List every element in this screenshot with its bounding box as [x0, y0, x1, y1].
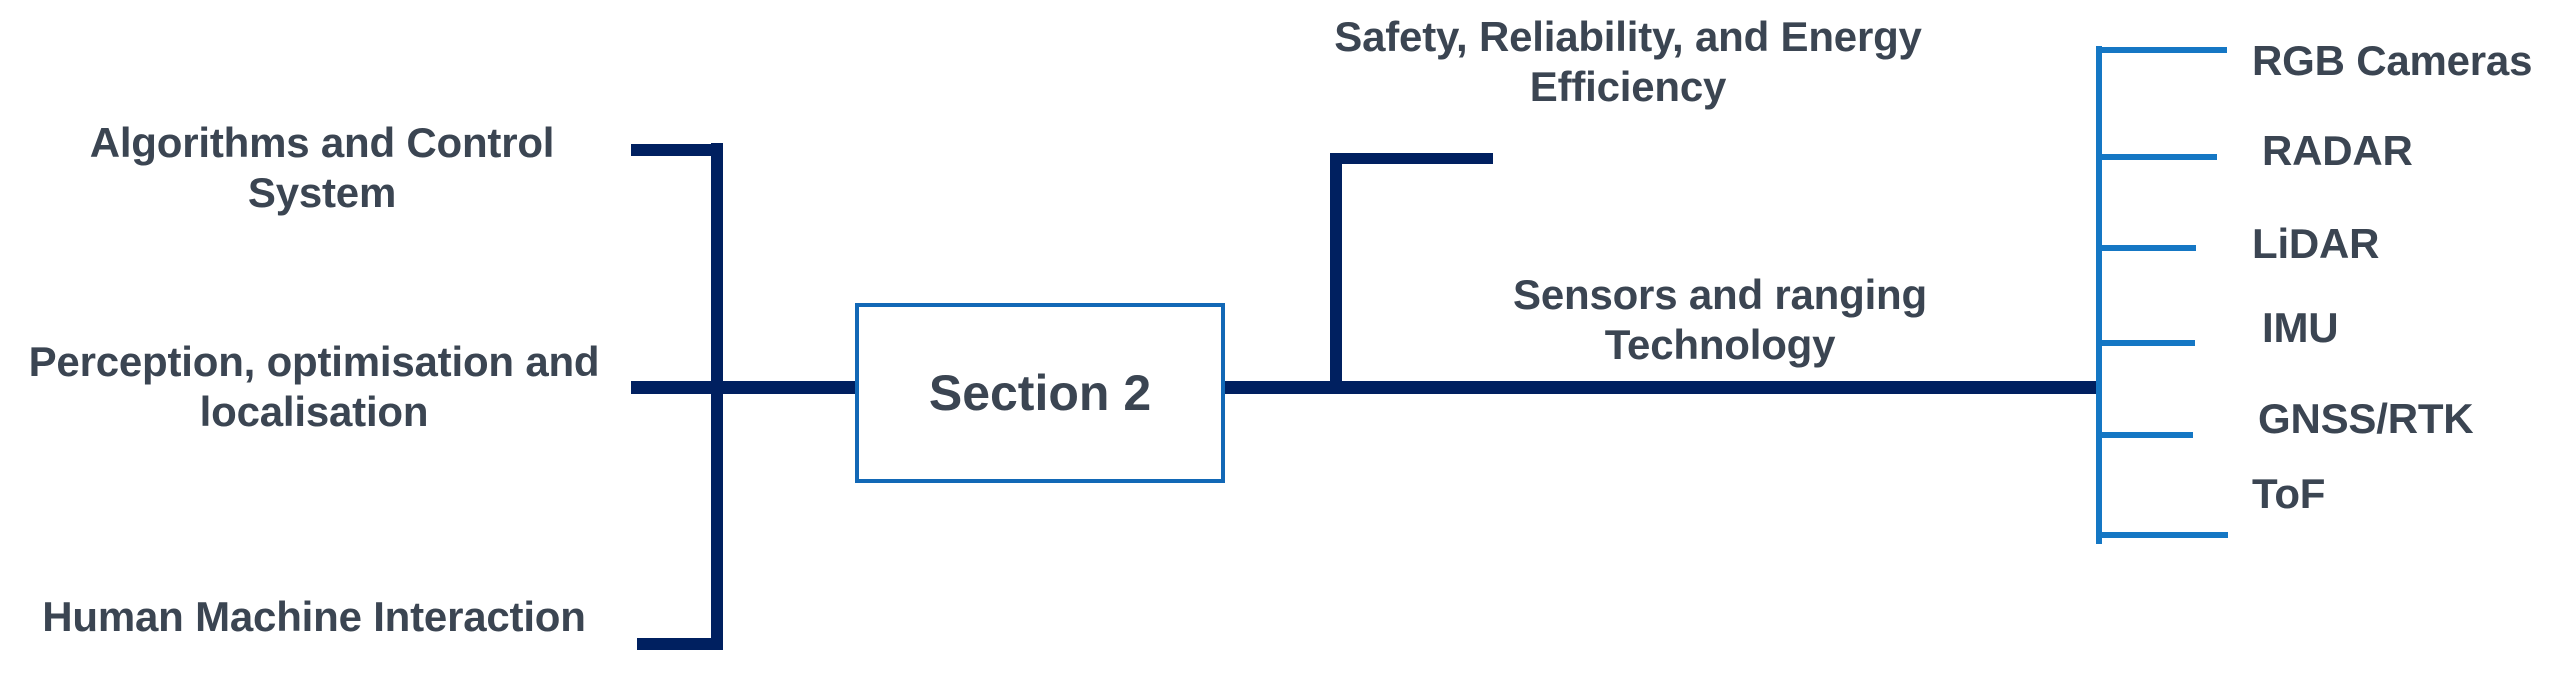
- left-branch-label-human-machine-interaction: Human Machine Interaction: [42, 593, 586, 640]
- right-branch-label-sensors-and-ranging-technology: Sensors and ranging Technology: [1513, 271, 1927, 368]
- right-branch-label-safety-reliability-energy-efficiency: Safety, Reliability, and Energy Efficien…: [1334, 13, 1922, 110]
- left-branch-label-perception: Perception, optimisation and localisatio…: [28, 338, 600, 435]
- sensor-leaf-label-lidar: LiDAR: [2252, 220, 2380, 267]
- sensor-leaf-label-radar: RADAR: [2262, 127, 2413, 174]
- section-2-box[interactable]: Section 2: [855, 303, 1225, 483]
- section-2-box-label: Section 2: [928, 365, 1152, 421]
- sensor-leaf-label-imu: IMU: [2262, 304, 2339, 351]
- trunk-line-left: [631, 381, 859, 394]
- left-branch-line-algorithms: [631, 144, 723, 156]
- sensor-leaf-line-radar: [2096, 154, 2217, 160]
- sensor-leaf-label-gnss-rtk: GNSS/RTK: [2258, 395, 2474, 442]
- sensor-leaf-line-imu: [2096, 340, 2195, 346]
- safety-branch-riser: [1330, 153, 1342, 386]
- left-branch-line-hmi: [637, 638, 723, 650]
- sensor-leaf-label-tof: ToF: [2252, 470, 2326, 517]
- left-bracket-spine: [711, 143, 723, 650]
- sensor-leaf-line-rgb-cameras: [2096, 47, 2227, 53]
- trunk-line-right: [1221, 381, 2101, 394]
- sensor-leaf-line-gnss-rtk: [2096, 432, 2193, 438]
- sensor-leaf-line-lidar: [2096, 245, 2196, 251]
- sensor-leaf-label-rgb-cameras: RGB Cameras: [2252, 37, 2533, 84]
- sensor-leaf-line-tof: [2096, 532, 2228, 538]
- left-branch-label-algorithms: Algorithms and Control System: [89, 119, 555, 216]
- sensor-bracket-spine: [2096, 46, 2102, 544]
- safety-branch-arm: [1330, 153, 1493, 164]
